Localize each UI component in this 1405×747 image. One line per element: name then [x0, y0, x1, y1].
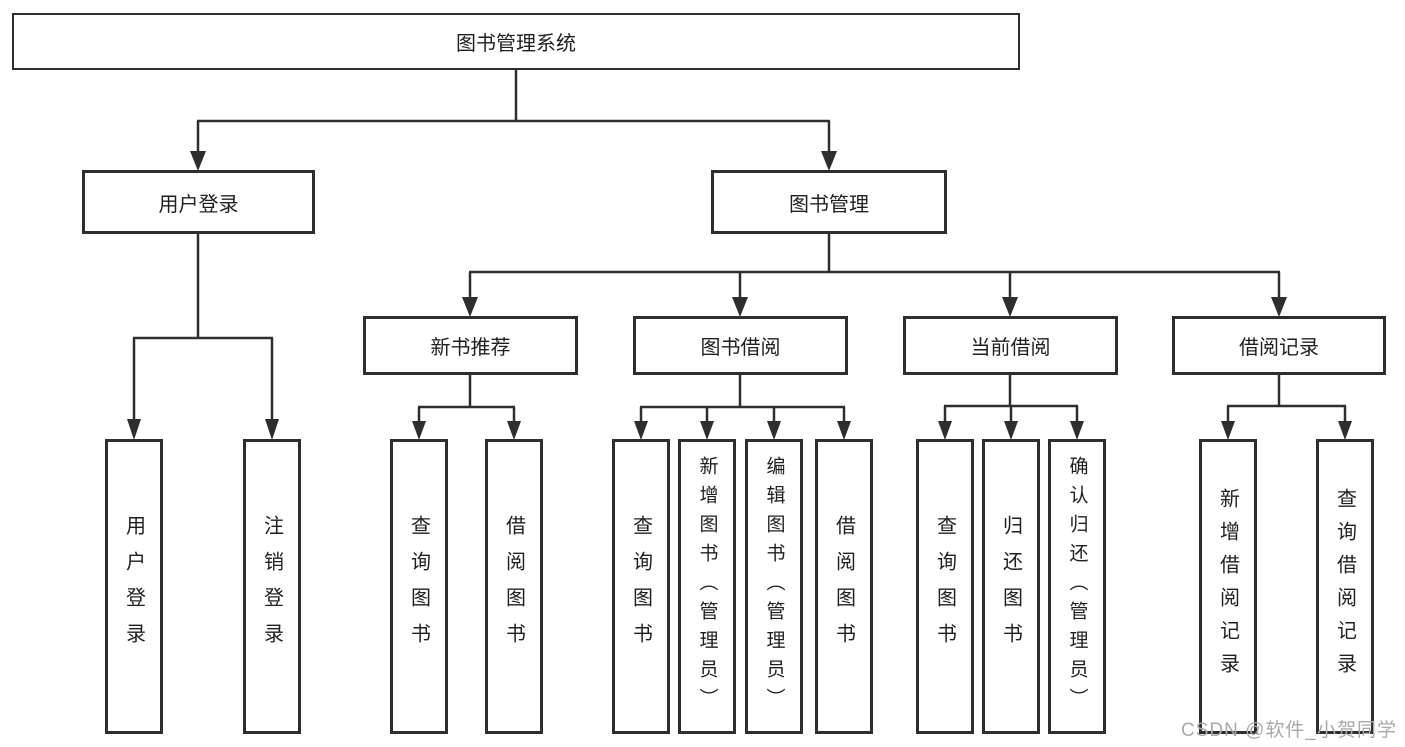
node-book-borrow: 图书借阅	[633, 316, 848, 375]
leaf-current-query-books: 查询图书	[916, 439, 974, 734]
leaf-records-add-borrow-record: 新增借阅记录	[1199, 439, 1257, 734]
leaf-logout: 注销登录	[243, 439, 301, 734]
leaf-borrow-add-books-admin: 新增图书（管理员）	[678, 439, 736, 734]
node-borrow-records: 借阅记录	[1172, 316, 1386, 375]
node-library-management-system: 图书管理系统	[12, 13, 1020, 70]
leaf-current-confirm-return-admin: 确认归还（管理员）	[1048, 439, 1106, 734]
node-current-borrow: 当前借阅	[903, 316, 1118, 375]
leaf-newrec-query-books: 查询图书	[390, 439, 448, 734]
leaf-newrec-borrow-books: 借阅图书	[485, 439, 543, 734]
leaf-current-return-books: 归还图书	[982, 439, 1040, 734]
node-user-login: 用户登录	[82, 170, 315, 234]
leaf-borrow-edit-books-admin: 编辑图书（管理员）	[745, 439, 803, 734]
leaf-records-query-borrow-record: 查询借阅记录	[1316, 439, 1374, 734]
node-new-book-recommend: 新书推荐	[363, 316, 578, 375]
node-book-management: 图书管理	[711, 170, 947, 234]
leaf-borrow-query-books: 查询图书	[612, 439, 670, 734]
leaf-borrow-borrow-books: 借阅图书	[815, 439, 873, 734]
leaf-user-login: 用户登录	[105, 439, 163, 734]
csdn-watermark: CSDN @软件_小贺同学	[1181, 720, 1397, 741]
